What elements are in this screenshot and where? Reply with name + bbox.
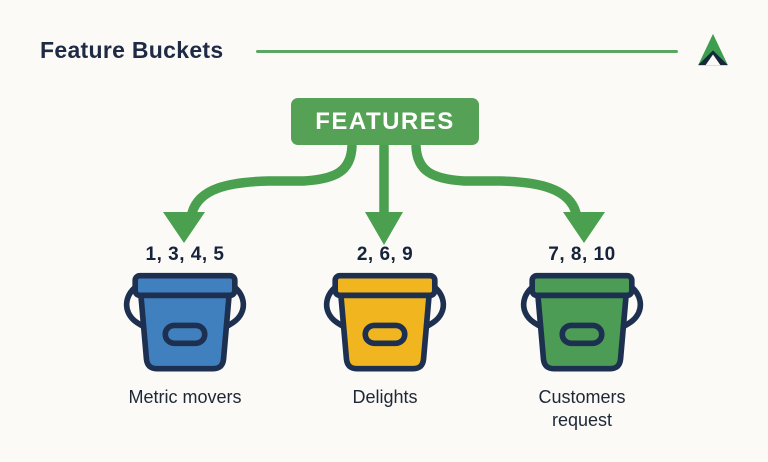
- bucket-column-delights: 2, 6, 9 Delights: [300, 243, 470, 409]
- header-divider-line: [256, 50, 678, 53]
- bucket-numbers-label: 1, 3, 4, 5: [145, 244, 225, 265]
- page-title: Feature Buckets: [40, 37, 224, 63]
- bucket-name-label: Delights: [352, 387, 418, 407]
- bucket-numbers-label: 2, 6, 9: [356, 244, 414, 265]
- bucket-name-label: Customers request: [538, 387, 626, 430]
- bucket-column-customers-request: 7, 8, 10 Customers request: [497, 243, 667, 431]
- bucket-column-metric-movers: 1, 3, 4, 5 Metric movers: [100, 243, 270, 409]
- arrowhead-middle: [365, 212, 403, 245]
- features-root-node: FEATURES: [291, 98, 479, 145]
- bucket-numbers-label: 7, 8, 10: [548, 244, 616, 265]
- arrowhead-right: [563, 212, 605, 243]
- bucket-name-label: Metric movers: [128, 387, 242, 407]
- arrow-to-customers-request: [411, 141, 581, 218]
- upward-arrow-logo-icon: [698, 33, 728, 66]
- arrowhead-left: [163, 212, 205, 243]
- arrow-to-metric-movers: [187, 141, 357, 218]
